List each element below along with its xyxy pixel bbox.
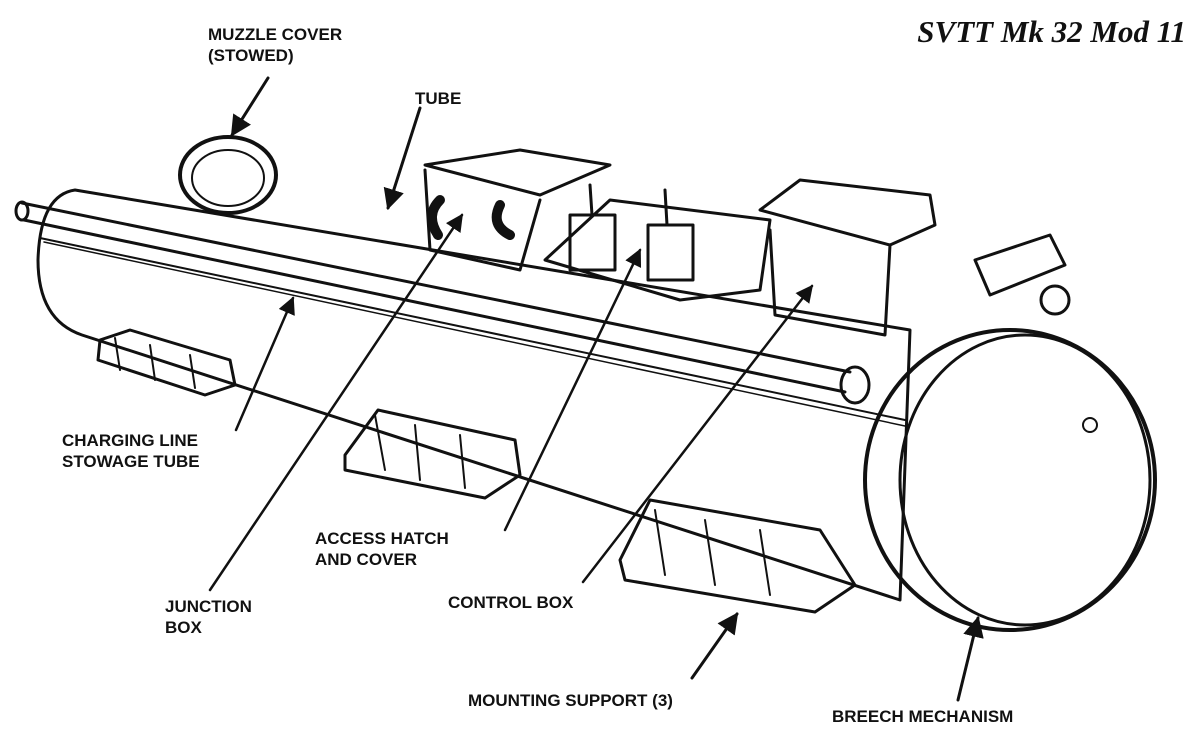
leader-lines xyxy=(208,76,984,702)
diagram-title: SVTT Mk 32 Mod 11 xyxy=(917,14,1186,49)
arrow-charging-line xyxy=(234,296,295,432)
arrow-tube xyxy=(383,106,422,211)
label-tube: TUBE xyxy=(415,89,462,108)
arrow-access-hatch xyxy=(503,248,642,532)
tube-body xyxy=(36,188,912,602)
mounting-support-3 xyxy=(618,498,857,614)
access-hatch xyxy=(543,183,772,302)
label-muzzle-cover: MUZZLE COVER (STOWED) xyxy=(208,25,343,65)
muzzle-cover xyxy=(178,135,278,215)
label-access-hatch-and-cover: ACCESS HATCH AND COVER xyxy=(315,529,449,569)
label-charging-line-stowage-tube: CHARGING LINE STOWAGE TUBE xyxy=(62,431,200,471)
arrow-breech-mechanism xyxy=(956,615,984,702)
mounting-support-2 xyxy=(343,408,522,500)
arrow-mounting-support xyxy=(690,612,739,680)
junction-box xyxy=(423,148,612,272)
arrow-junction-box xyxy=(208,213,464,592)
label-mounting-support: MOUNTING SUPPORT (3) xyxy=(468,691,673,710)
charging-line-rod xyxy=(14,200,871,405)
label-breech-mechanism: BREECH MECHANISM xyxy=(832,707,1014,726)
breech-mechanism xyxy=(863,233,1157,632)
control-box xyxy=(758,178,937,337)
mounting-support-1 xyxy=(96,328,237,397)
arrow-muzzle-cover xyxy=(230,76,270,137)
label-control-box: CONTROL BOX xyxy=(448,593,574,612)
label-junction-box: JUNCTION BOX xyxy=(165,597,252,637)
arrow-control-box xyxy=(581,284,814,584)
